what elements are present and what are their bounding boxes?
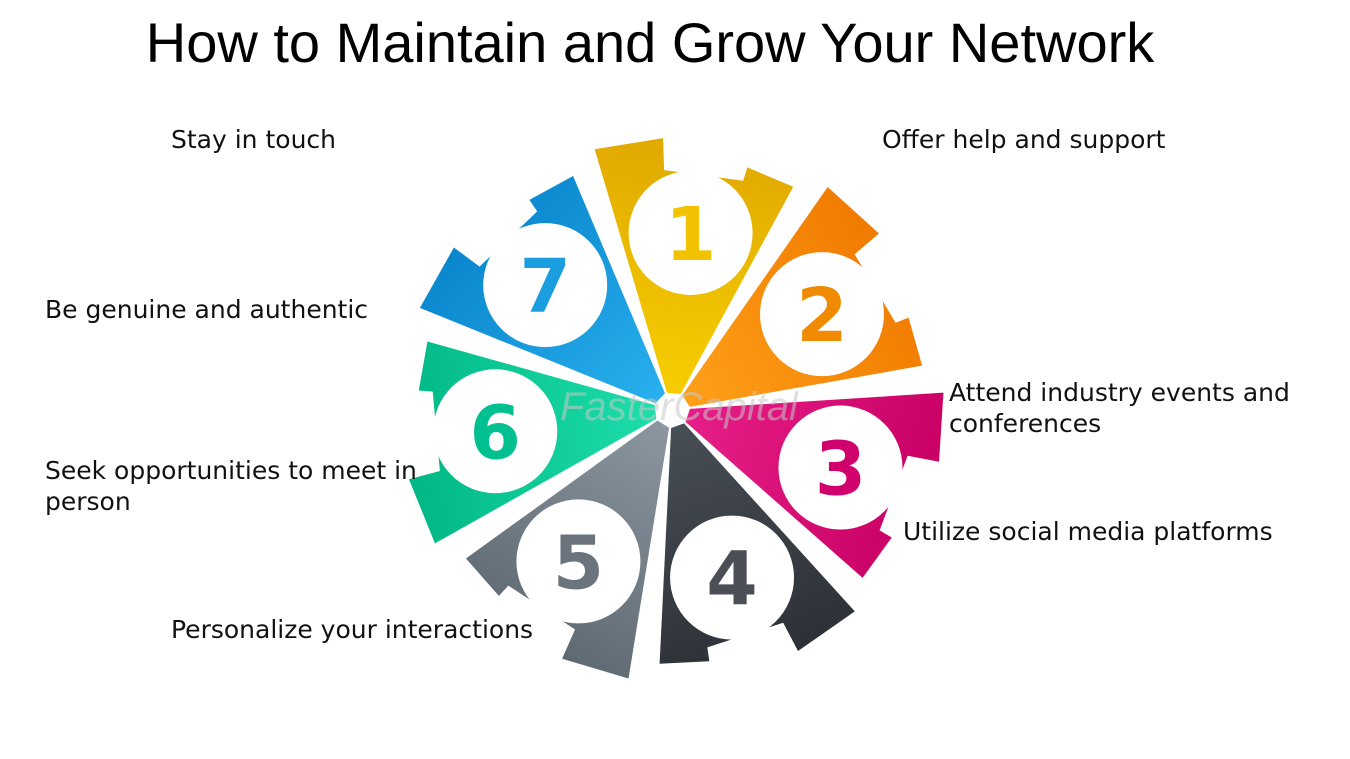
number-circle-7: [483, 223, 608, 348]
step-number-5: 5: [553, 520, 605, 606]
step-number-6: 6: [470, 390, 522, 476]
number-circle-6: [433, 369, 558, 494]
step-7-label: Be genuine and authentic: [45, 295, 369, 324]
step-4-label: Utilize social media platforms: [903, 517, 1273, 546]
step-number-3: 3: [815, 427, 867, 513]
number-circle-3: [778, 405, 903, 530]
step-3-label-line-1: Attend industry events and: [949, 378, 1290, 407]
step-6-label-line-2: person: [45, 487, 131, 516]
step-number-1: 1: [665, 192, 717, 278]
step-5-label: Personalize your interactions: [171, 615, 534, 644]
step-3-label: Attend industry events and conferences: [949, 377, 1290, 439]
page-title: How to Maintain and Grow Your Network: [145, 11, 1155, 74]
step-6-label: Seek opportunities to meet in person: [45, 455, 417, 517]
step-number-7: 7: [519, 244, 571, 330]
step-1-label: Stay in touch: [171, 125, 337, 154]
step-3-label-line-2: conferences: [949, 409, 1102, 438]
number-circle-4: [670, 515, 795, 640]
step-2-label: Offer help and support: [882, 125, 1166, 154]
number-circle-2: [760, 252, 885, 377]
step-6-label-line-1: Seek opportunities to meet in: [45, 456, 417, 485]
number-circle-1: [628, 170, 753, 295]
watermark: FasterCapital: [560, 385, 799, 429]
number-circle-5: [516, 499, 641, 624]
step-number-2: 2: [796, 273, 848, 359]
step-number-4: 4: [706, 537, 758, 623]
